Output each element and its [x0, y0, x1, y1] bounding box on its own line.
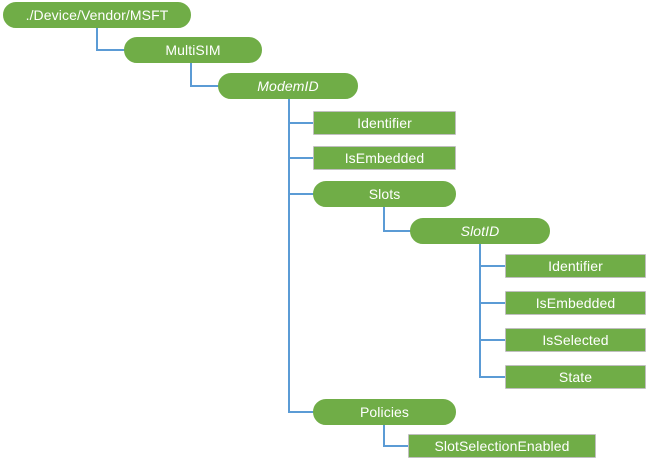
node-slotselectionenabled: SlotSelectionEnabled [408, 434, 596, 458]
node-label: IsSelected [542, 332, 609, 348]
connector-modemid-to-identifier [288, 122, 314, 124]
node-label: Policies [359, 404, 410, 420]
node-root: ./Device/Vendor/MSFT [3, 2, 191, 28]
node-label: SlotSelectionEnabled [434, 438, 570, 454]
node-slot-state: State [505, 365, 646, 389]
node-slotid: SlotID [410, 218, 550, 244]
connector-root-to-multisim-v [96, 28, 98, 50]
connector-modemid-to-slots [288, 193, 314, 195]
connector-policies-to-sse-h [383, 445, 409, 447]
connector-slotid-to-isselected [479, 339, 506, 341]
node-label: State [558, 369, 593, 385]
connector-modemid-to-policies [288, 411, 314, 413]
node-modemid: ModemID [218, 73, 358, 99]
node-label: IsEmbedded [535, 295, 616, 311]
connector-slots-to-slotid-v [383, 207, 385, 231]
node-label: Slots [368, 186, 401, 202]
node-slot-isembedded: IsEmbedded [505, 291, 646, 315]
connector-slotid-to-state [479, 376, 506, 378]
connector-slots-to-slotid-h [383, 230, 411, 232]
node-modem-isembedded: IsEmbedded [313, 146, 456, 170]
node-policies: Policies [313, 399, 456, 425]
connector-slotid-to-identifier [479, 265, 506, 267]
node-multisim: MultiSIM [124, 37, 262, 63]
node-label: MultiSIM [165, 42, 221, 58]
node-label: Identifier [357, 115, 412, 131]
connector-root-to-multisim-h [96, 49, 125, 51]
connector-multisim-to-modemid-v [190, 63, 192, 86]
node-label: ModemID [257, 78, 319, 94]
node-slot-isselected: IsSelected [505, 328, 646, 352]
connector-slotid-trunk [479, 244, 481, 378]
connector-slotid-to-isembedded [479, 302, 506, 304]
node-modem-identifier: Identifier [313, 111, 456, 135]
connector-modemid-to-isembedded [288, 157, 314, 159]
node-label: ./Device/Vendor/MSFT [25, 7, 169, 23]
connector-modemid-trunk [288, 99, 290, 412]
node-slots: Slots [313, 181, 456, 207]
node-label: IsEmbedded [344, 150, 425, 166]
node-label: Identifier [548, 258, 603, 274]
connector-policies-to-sse-v [383, 425, 385, 446]
connector-multisim-to-modemid-h [190, 85, 219, 87]
node-label: SlotID [460, 223, 500, 239]
node-slot-identifier: Identifier [505, 254, 646, 278]
